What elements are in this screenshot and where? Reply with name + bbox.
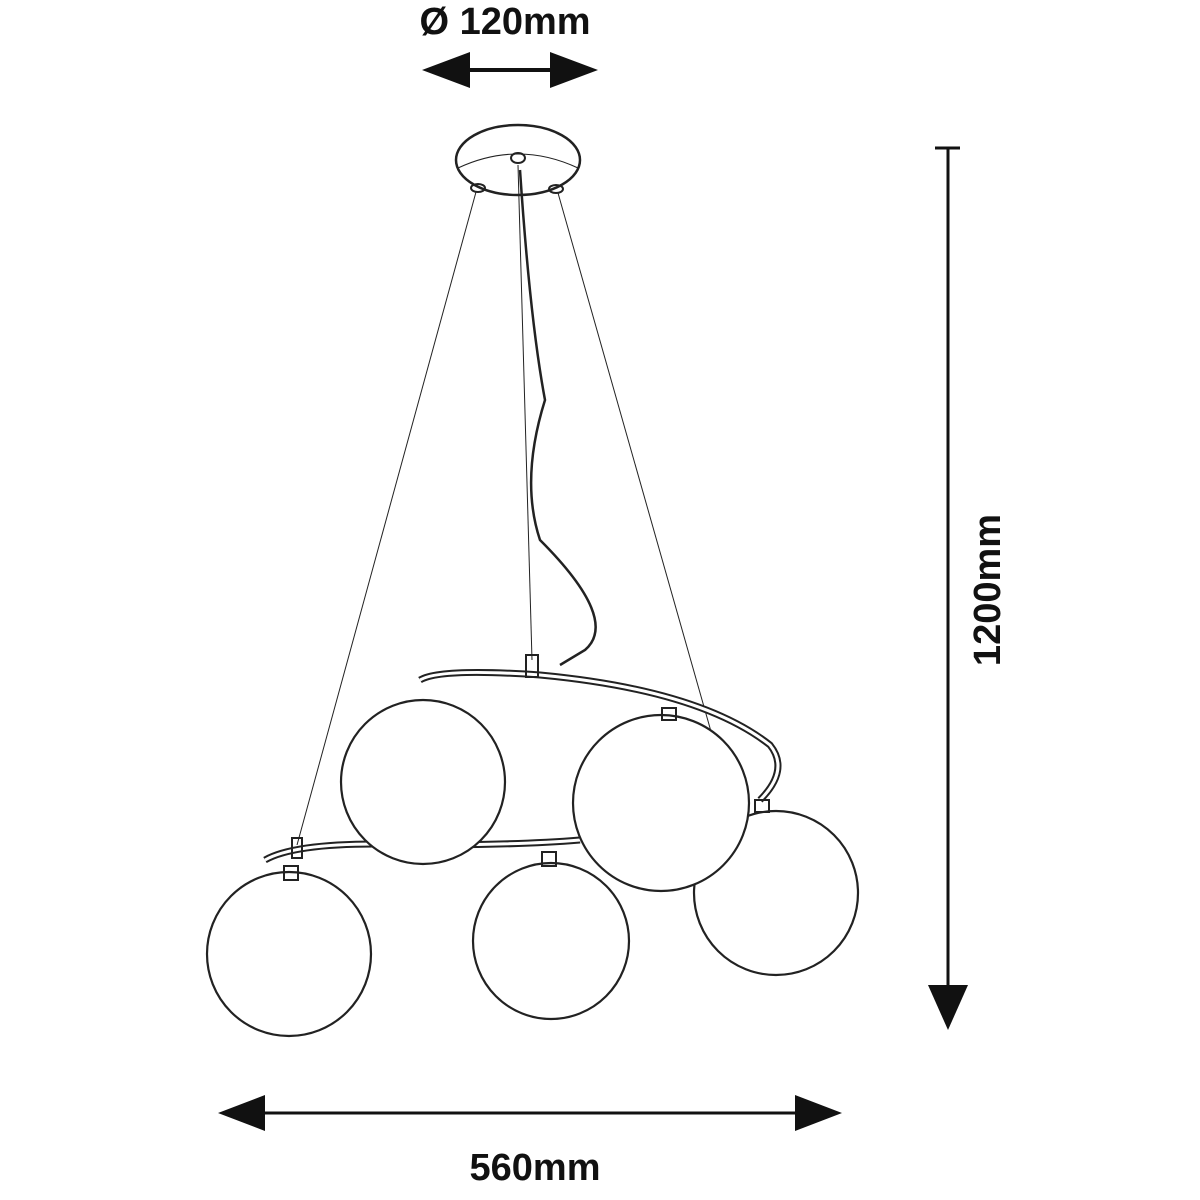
height-label: 1200mm [967,514,1009,666]
globe-shade-1 [339,698,507,866]
width-label: 560mm [470,1147,601,1189]
diameter-label: Ø 120mm [419,1,590,43]
globe-shade-4 [205,870,373,1038]
height-arrow [928,146,968,1030]
width-arrow [218,1095,842,1131]
globe-shade-3 [571,713,751,893]
globe-shade-5 [471,861,631,1021]
globe-holders [283,707,770,881]
ceiling-canopy [454,123,582,197]
diameter-arrow [422,52,598,88]
suspension-wires [296,164,713,846]
